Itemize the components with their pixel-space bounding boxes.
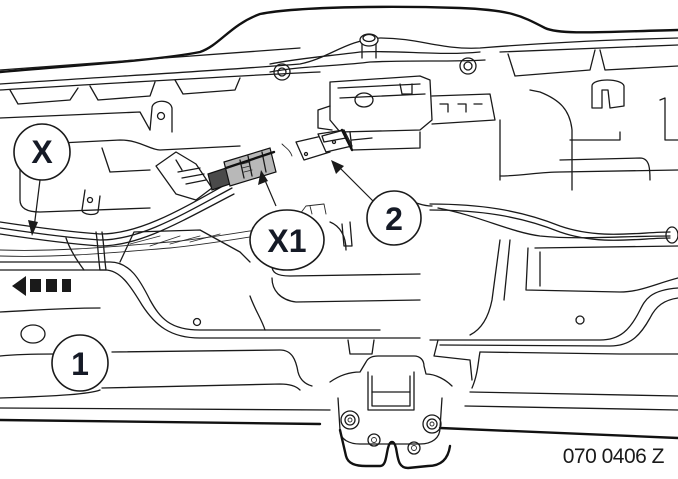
wiring-harness	[0, 181, 678, 271]
mating-connector-2	[281, 128, 373, 161]
callout-label-x: X	[31, 134, 53, 170]
callout-label-1: 1	[71, 346, 89, 382]
wiper-motor-assembly	[269, 33, 496, 151]
image-code-label: 070 0406 Z	[562, 445, 665, 468]
callout-label-2: 2	[385, 201, 403, 237]
callout-x1: X1	[249, 209, 325, 271]
callout-2: 2	[366, 190, 422, 246]
panel-body	[0, 89, 678, 440]
latch-assembly	[329, 355, 453, 470]
direction-arrow	[12, 276, 71, 296]
callout-1: 1	[51, 334, 109, 392]
callout-x: X	[13, 123, 71, 181]
panel-outline	[0, 5, 678, 105]
callout-label-x1: X1	[267, 223, 306, 259]
plug-connector-x1	[207, 147, 277, 191]
dashed-arrow-left-icon	[12, 276, 26, 296]
harness-clip	[155, 151, 213, 201]
leader-lines	[28, 160, 375, 236]
